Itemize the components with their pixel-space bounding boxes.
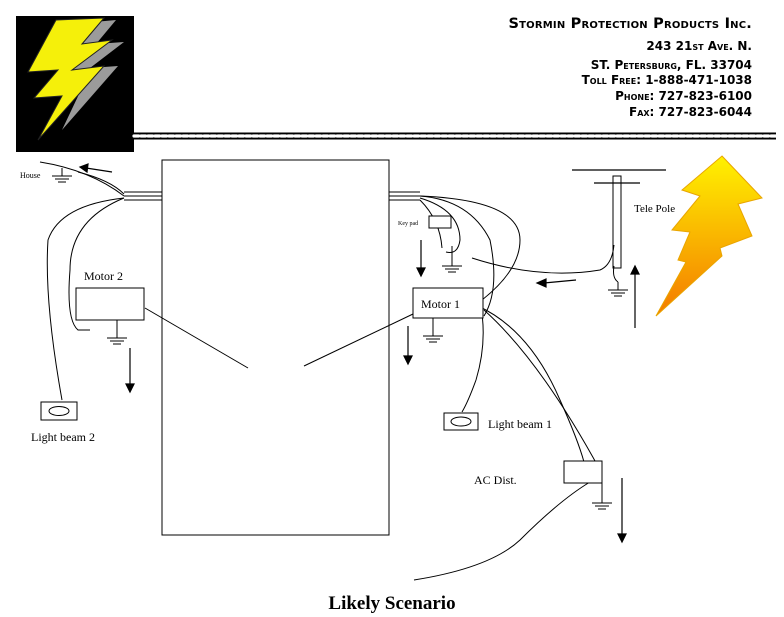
company-name: Stormin Protection Products Inc.	[508, 16, 752, 32]
fax-number: Fax: 727-823-6044	[629, 105, 752, 119]
keypad-box	[428, 215, 452, 229]
motor-2-label: Motor 2	[84, 269, 123, 283]
gate-arms	[144, 307, 414, 369]
light-beam-1-icon	[443, 412, 479, 431]
toll-free-number: Toll Free: 1-888-471-1038	[581, 73, 752, 87]
lightning-bolt-icon	[655, 155, 763, 317]
motor-1-label: Motor 1	[421, 297, 460, 311]
company-address: 243 21st Ave. N.	[646, 39, 752, 53]
ground-symbol-icon	[52, 168, 628, 510]
ac-dist-box	[563, 460, 603, 484]
tele-pole-label: Tele Pole	[634, 203, 675, 215]
house-label: House	[20, 171, 41, 180]
phone-number: Phone: 727-823-6100	[615, 89, 752, 103]
light-beam-1-label: Light beam 1	[488, 417, 552, 431]
motor-1-box	[412, 287, 484, 319]
keypad-label: Key pad	[398, 221, 418, 227]
motor-2-box	[75, 287, 145, 321]
light-beam-2-icon	[40, 401, 78, 421]
arrow-icon	[78, 163, 640, 544]
company-city: ST. Petersburg, FL. 33704	[590, 58, 752, 72]
diagram-caption: Likely Scenario	[328, 593, 456, 614]
ac-dist-label: AC Dist.	[474, 473, 517, 487]
light-beam-2-label: Light beam 2	[31, 430, 95, 444]
lightning-bolt-logo	[16, 16, 134, 152]
gate	[161, 159, 390, 536]
